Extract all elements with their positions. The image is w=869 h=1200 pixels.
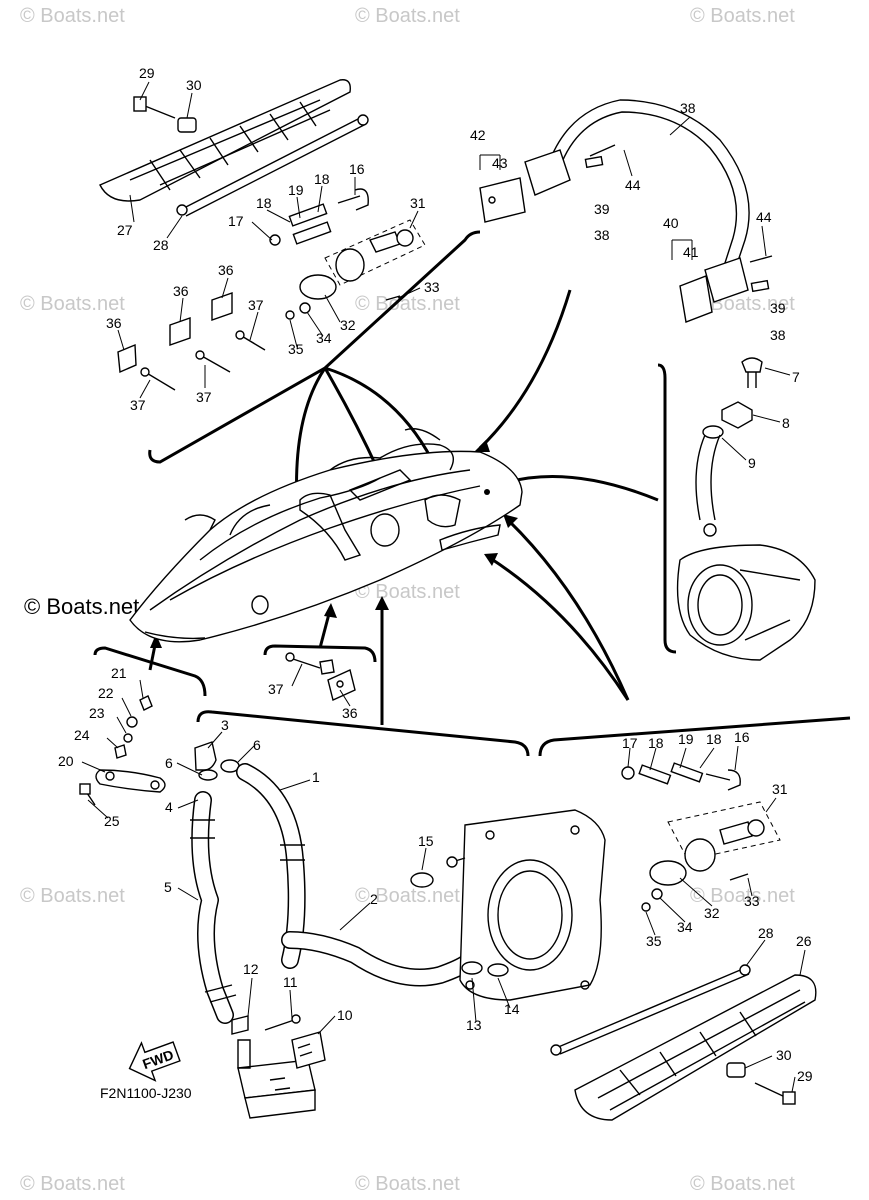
callout-36: 36 xyxy=(218,262,234,278)
figure-code: F2N1100-J230 xyxy=(100,1085,192,1101)
callout-40: 40 xyxy=(663,215,679,231)
callout-38: 38 xyxy=(770,327,786,343)
callout-37: 37 xyxy=(268,681,284,697)
callout-32: 32 xyxy=(704,905,720,921)
callout-31: 31 xyxy=(410,195,426,211)
callout-35: 35 xyxy=(288,341,304,357)
callout-18: 18 xyxy=(314,171,330,187)
callout-2: 2 xyxy=(370,891,378,907)
leader-lines xyxy=(81,81,806,1093)
callout-29: 29 xyxy=(797,1068,813,1084)
callout-44: 44 xyxy=(625,177,641,193)
callout-36: 36 xyxy=(173,283,189,299)
callout-17: 17 xyxy=(622,735,638,751)
watermark-text: © Boats.net xyxy=(355,1173,460,1195)
middle-small-parts xyxy=(285,652,356,701)
callout-16: 16 xyxy=(734,729,750,745)
watermark-text: © Boats.net xyxy=(20,885,125,907)
callout-36: 36 xyxy=(106,315,122,331)
callout-28: 28 xyxy=(758,925,774,941)
callout-1: 1 xyxy=(312,769,320,785)
callout-39: 39 xyxy=(594,201,610,217)
callout-4: 4 xyxy=(165,799,173,815)
callout-24: 24 xyxy=(74,727,90,743)
callout-43: 43 xyxy=(492,155,508,171)
callout-18: 18 xyxy=(648,735,664,751)
callout-6: 6 xyxy=(165,755,173,771)
callout-27: 27 xyxy=(117,222,133,238)
callout-19: 19 xyxy=(678,731,694,747)
callout-42: 42 xyxy=(470,127,486,143)
watermark-text: © Boats.net xyxy=(20,293,125,315)
watermark-text: © Boats.net xyxy=(20,1173,125,1195)
callout-28: 28 xyxy=(153,237,169,253)
callout-37: 37 xyxy=(196,389,212,405)
callout-18: 18 xyxy=(706,731,722,747)
callout-14: 14 xyxy=(504,1001,520,1017)
callout-25: 25 xyxy=(104,813,120,829)
watermark-text: © Boats.net xyxy=(20,5,125,27)
callout-17: 17 xyxy=(228,213,244,229)
callout-33: 33 xyxy=(424,279,440,295)
callout-29: 29 xyxy=(139,65,155,81)
callout-38: 38 xyxy=(594,227,610,243)
callout-20: 20 xyxy=(58,753,74,769)
watermark-text: © Boats.net xyxy=(690,885,795,907)
callout-41: 41 xyxy=(683,244,699,260)
watercraft-hull xyxy=(129,428,523,643)
callout-30: 30 xyxy=(776,1047,792,1063)
watermark-text: © Boats.net xyxy=(690,5,795,27)
group-brackets xyxy=(93,230,851,757)
center-hose-parts xyxy=(128,741,606,1119)
callout-12: 12 xyxy=(243,961,259,977)
callout-26: 26 xyxy=(796,933,812,949)
callout-23: 23 xyxy=(89,705,105,721)
watermark-text: © Boats.net xyxy=(355,5,460,27)
callout-37: 37 xyxy=(130,397,146,413)
callout-21: 21 xyxy=(111,665,127,681)
callout-34: 34 xyxy=(677,919,693,935)
callout-33: 33 xyxy=(744,893,760,909)
watermark-text: © Boats.net xyxy=(355,885,460,907)
callout-31: 31 xyxy=(772,781,788,797)
callout-3: 3 xyxy=(221,717,229,733)
callout-22: 22 xyxy=(98,685,114,701)
watermark-text: © Boats.net xyxy=(355,293,460,315)
callout-10: 10 xyxy=(337,1007,353,1023)
watermark-text: © Boats.net xyxy=(690,1173,795,1195)
callout-37: 37 xyxy=(248,297,264,313)
callout-19: 19 xyxy=(288,182,304,198)
right-pump-parts xyxy=(676,357,816,661)
callout-34: 34 xyxy=(316,330,332,346)
watermark-text-main: © Boats.net xyxy=(24,594,139,619)
callout-7: 7 xyxy=(792,369,800,385)
callout-16: 16 xyxy=(349,161,365,177)
upper-right-handle xyxy=(479,99,773,323)
callout-numbers: 29 30 27 28 16 18 19 18 17 31 33 32 34 3… xyxy=(58,65,813,1084)
callout-38: 38 xyxy=(680,100,696,116)
callout-5: 5 xyxy=(164,879,172,895)
lower-right-parts xyxy=(550,762,817,1121)
callout-18: 18 xyxy=(256,195,272,211)
callout-6: 6 xyxy=(253,737,261,753)
callout-15: 15 xyxy=(418,833,434,849)
upper-left-parts xyxy=(99,79,426,391)
callout-35: 35 xyxy=(646,933,662,949)
callout-36: 36 xyxy=(342,705,358,721)
callout-11: 11 xyxy=(283,974,298,990)
callout-13: 13 xyxy=(466,1017,482,1033)
callout-32: 32 xyxy=(340,317,356,333)
callout-39: 39 xyxy=(770,300,786,316)
callout-9: 9 xyxy=(748,455,756,471)
callout-30: 30 xyxy=(186,77,202,93)
callout-44: 44 xyxy=(756,209,772,225)
callout-8: 8 xyxy=(782,415,790,431)
